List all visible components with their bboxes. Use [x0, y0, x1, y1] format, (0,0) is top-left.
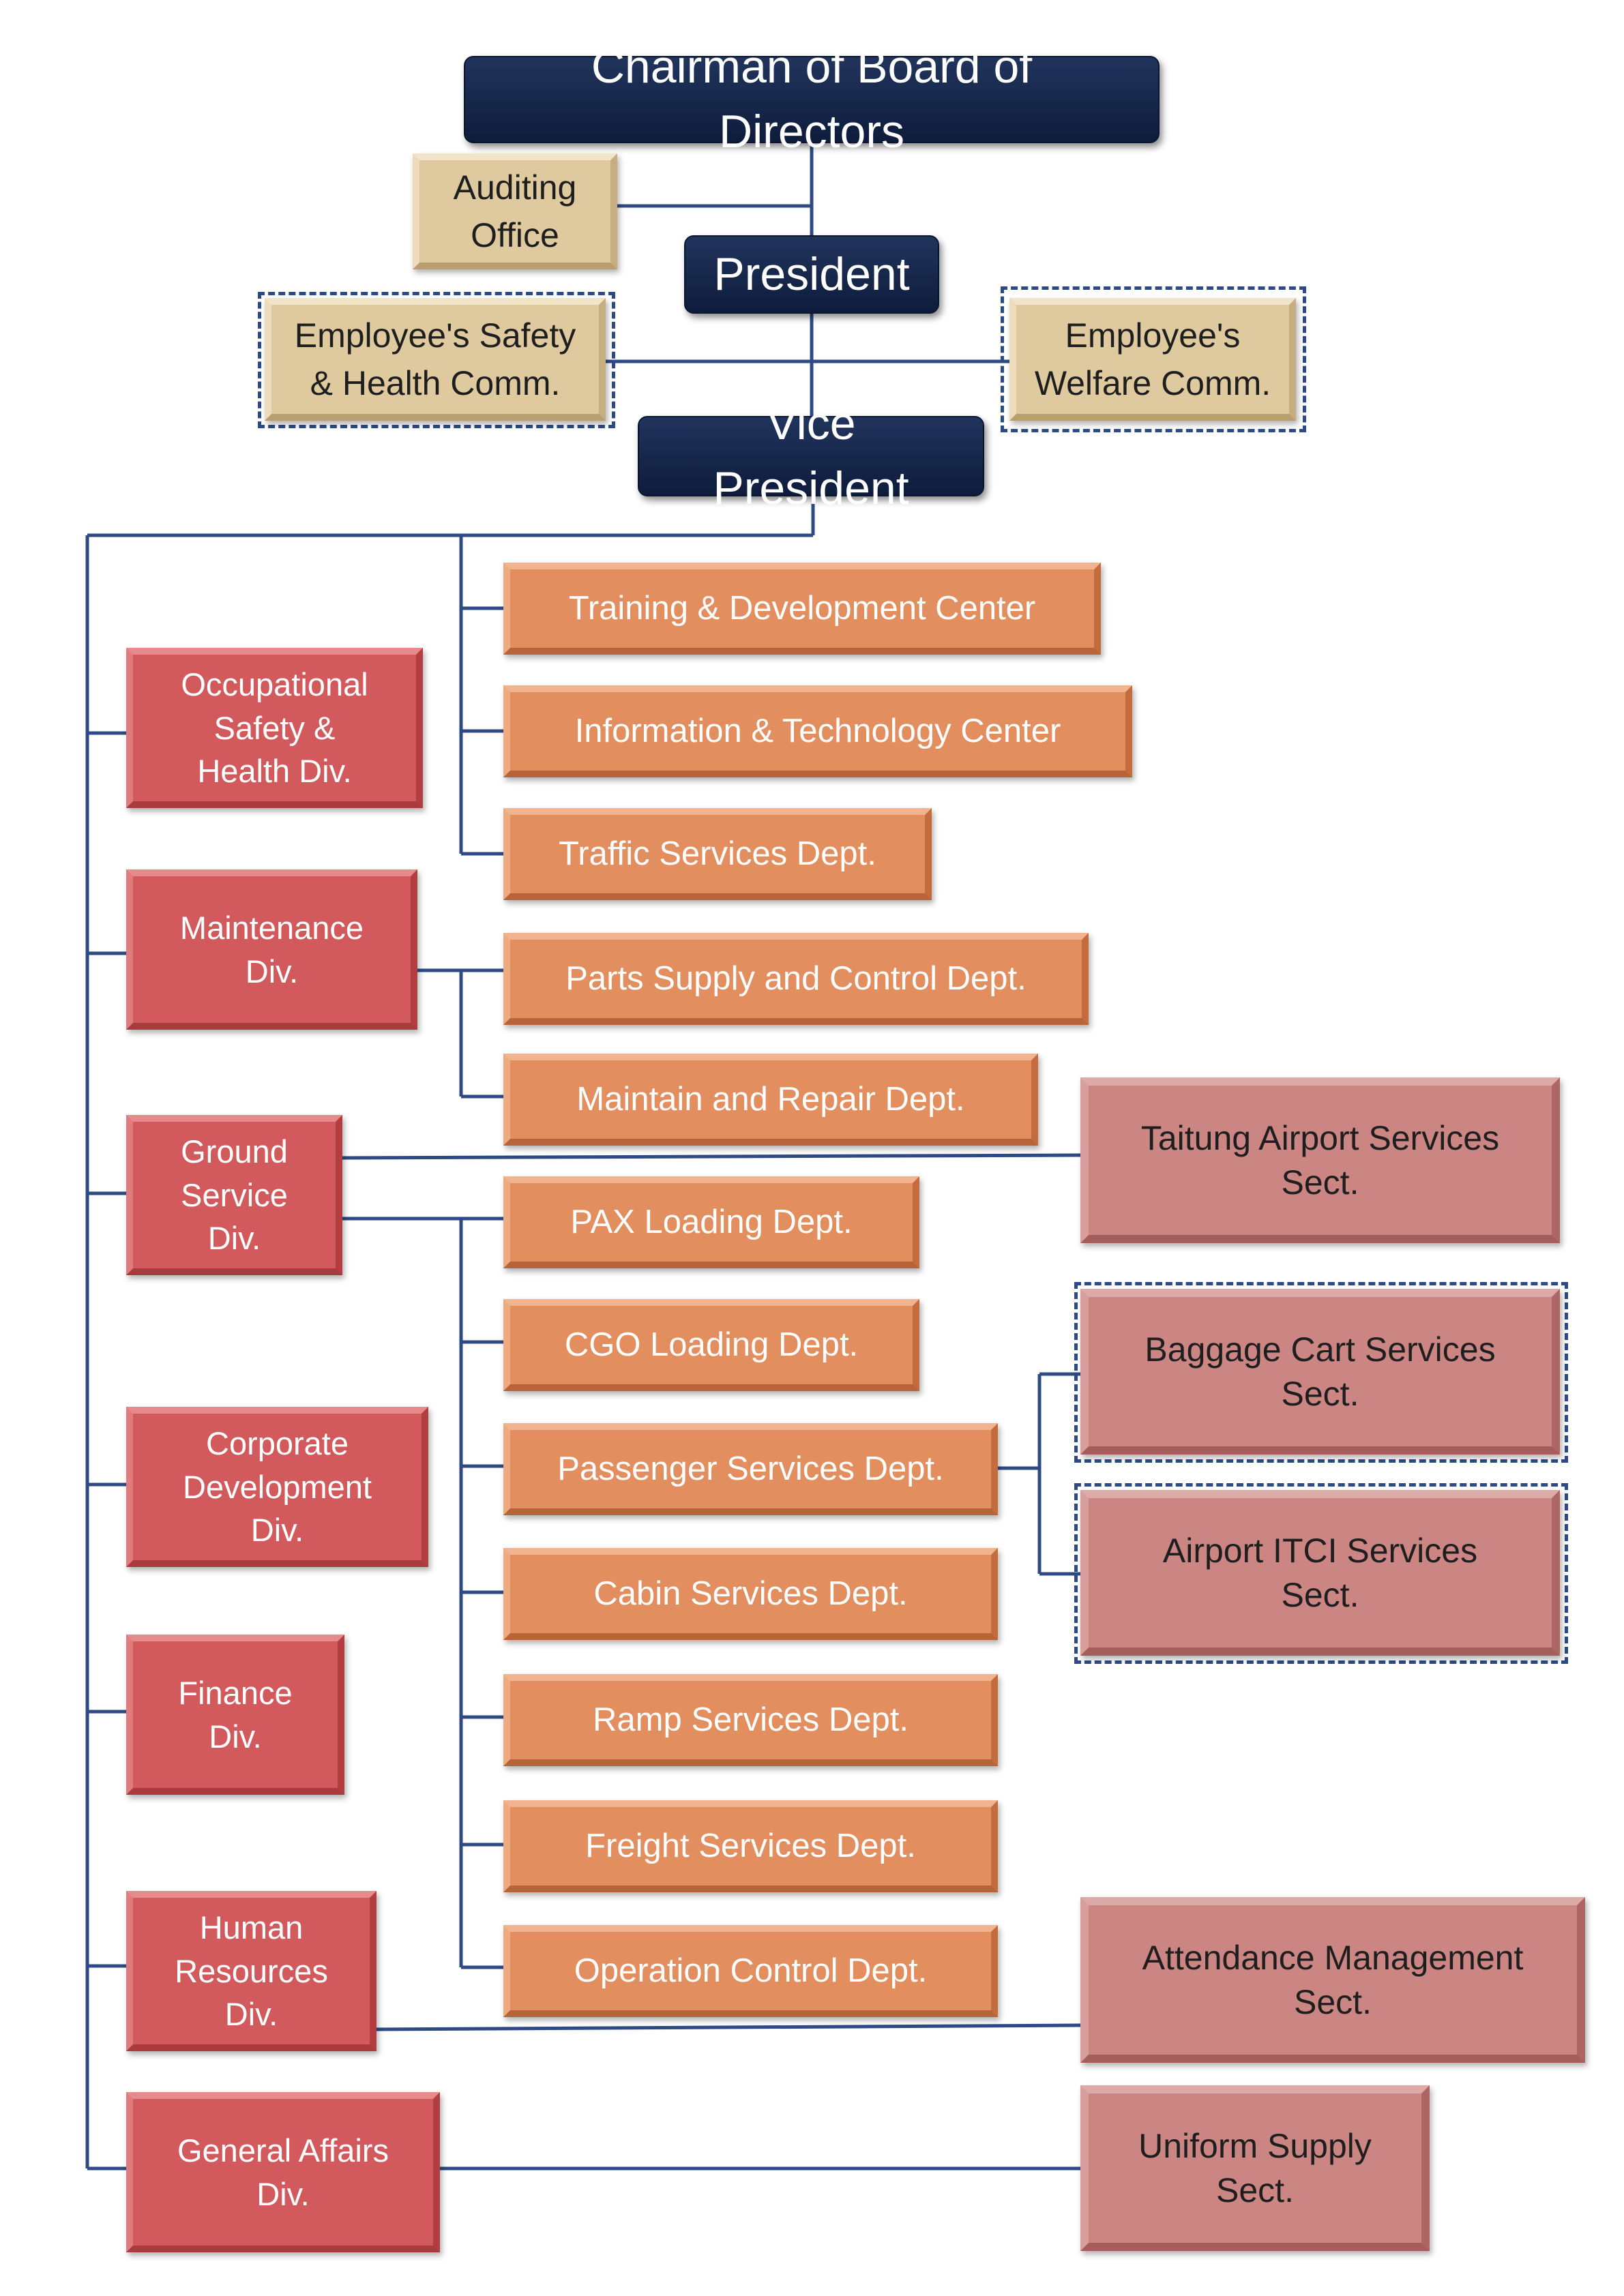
ground-service-division-node: Ground Service Div. [126, 1115, 342, 1275]
baggage-cart-section-node: Baggage Cart Services Sect. [1080, 1289, 1560, 1455]
human-resources-division-node: Human Resources Div. [126, 1891, 377, 2051]
corporate-development-division-node: Corporate Development Div. [126, 1407, 428, 1567]
occupational-safety-division-node: Occupational Safety & Health Div. [126, 648, 423, 808]
uniform-supply-section-node: Uniform Supply Sect. [1080, 2085, 1430, 2251]
maintain-repair-dept-node: Maintain and Repair Dept. [503, 1054, 1038, 1146]
it-center-node: Information & Technology Center [503, 685, 1132, 777]
operation-control-dept-node: Operation Control Dept. [503, 1925, 998, 2017]
welfare-committee-node: Employee's Welfare Comm. [1009, 298, 1296, 421]
auditing-office-node: Auditing Office [413, 153, 617, 269]
airport-itci-section-node: Airport ITCI Services Sect. [1080, 1490, 1560, 1656]
president-node: President [684, 235, 939, 314]
finance-division-node: Finance Div. [126, 1635, 344, 1795]
ramp-services-dept-node: Ramp Services Dept. [503, 1674, 998, 1766]
safety-comm-dashed-frame [258, 292, 615, 428]
parts-supply-dept-node: Parts Supply and Control Dept. [503, 933, 1089, 1025]
welfare-comm-dashed-frame [1001, 286, 1306, 432]
pax-loading-dept-node: PAX Loading Dept. [503, 1176, 919, 1268]
passenger-services-dept-node: Passenger Services Dept. [503, 1423, 998, 1515]
safety-health-committee-node: Employee's Safety & Health Comm. [265, 298, 606, 421]
attendance-management-section-node: Attendance Management Sect. [1080, 1897, 1585, 2063]
itci-dashed-frame [1074, 1483, 1568, 1664]
general-affairs-division-node: General Affairs Div. [126, 2092, 440, 2252]
training-center-node: Training & Development Center [503, 563, 1101, 655]
maintenance-division-node: Maintenance Div. [126, 869, 417, 1030]
freight-services-dept-node: Freight Services Dept. [503, 1800, 998, 1892]
taitung-airport-section-node: Taitung Airport Services Sect. [1080, 1077, 1560, 1243]
traffic-services-node: Traffic Services Dept. [503, 808, 932, 900]
cgo-loading-dept-node: CGO Loading Dept. [503, 1299, 919, 1391]
cabin-services-dept-node: Cabin Services Dept. [503, 1548, 998, 1640]
baggage-dashed-frame [1074, 1282, 1568, 1463]
chairman-node: Chairman of Board of Directors [464, 41, 1160, 158]
vice-president-node: Vice President [638, 398, 984, 514]
